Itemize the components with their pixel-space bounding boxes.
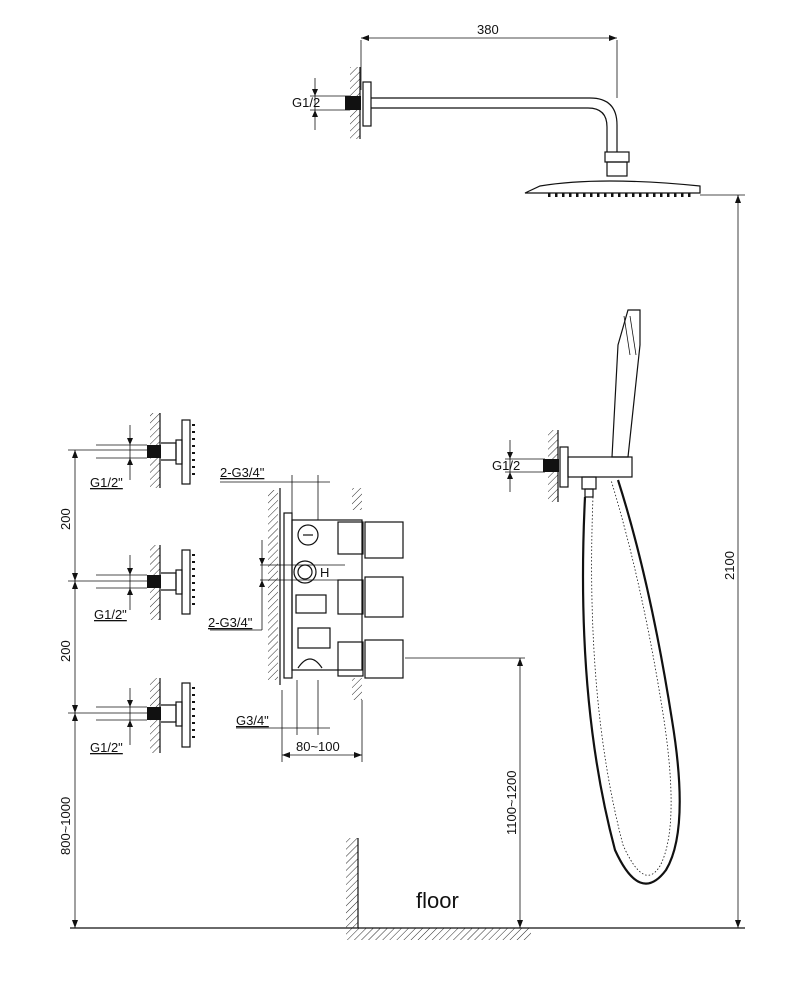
- jet-nozzle-tick: [192, 424, 195, 426]
- valve-handle-bottom: [364, 639, 404, 679]
- jet-top-nozzles: [192, 424, 195, 475]
- floor-wall-hatch: [346, 838, 358, 928]
- label-jet-bottom-inlet: G1/2": [90, 740, 123, 755]
- floor-and-total-height: 2100 floor: [70, 194, 745, 940]
- nozzle-tick: [618, 193, 621, 197]
- nozzle-tick: [632, 193, 635, 197]
- label-floor: floor: [416, 888, 459, 913]
- dim-label-arm-length: 380: [477, 22, 499, 37]
- jet-nozzle-tick: [192, 708, 195, 710]
- label-jet-mid-inlet: G1/2": [94, 607, 127, 622]
- nozzle-tick: [562, 193, 565, 197]
- label-valve-outlet-top: 2-G3/4": [220, 465, 265, 480]
- thermostatic-valve: H 2-G3/4" 2-G3/4" G3/4" 80~100 1100~1200: [208, 465, 525, 928]
- jet-nozzle-tick: [192, 466, 195, 468]
- shower-head: [524, 180, 701, 194]
- jet-mid-nozzles: [192, 554, 195, 605]
- jet-nozzle-tick: [192, 596, 195, 598]
- nozzle-tick: [576, 193, 579, 197]
- valve-hot-mark: H: [320, 565, 329, 580]
- nozzle-tick: [625, 193, 628, 197]
- valve-handle-top: [364, 521, 404, 559]
- jet-dimensions: 200 200 800~1000: [58, 449, 147, 928]
- jet-nozzle-tick: [192, 589, 195, 591]
- body-jet-middle: G1/2": [94, 545, 195, 622]
- floor-hatch: [346, 928, 531, 940]
- jet-nozzle-tick: [192, 729, 195, 731]
- jet-nozzle-tick: [192, 582, 195, 584]
- jet-nozzle-tick: [192, 687, 195, 689]
- jet-nozzle-tick: [192, 431, 195, 433]
- dim-label-jet-height: 800~1000: [58, 797, 73, 855]
- jet-bottom-nozzles: [192, 687, 195, 738]
- dim-label-jet-spacing-2: 200: [58, 640, 73, 662]
- nozzle-tick: [688, 193, 691, 197]
- dim-label-jet-spacing-1: 200: [58, 508, 73, 530]
- dim-label-valve-height: 1100~1200: [504, 771, 519, 835]
- body-jet-bottom: G1/2": [90, 678, 195, 755]
- jet-nozzle-tick: [192, 715, 195, 717]
- overhead-inlet-stub: [345, 96, 361, 110]
- nozzle-tick: [555, 193, 558, 197]
- label-handshower-inlet: G1/2: [492, 458, 520, 473]
- dim-label-valve-depth: 80~100: [296, 739, 340, 754]
- valve-handle-middle: [364, 576, 404, 618]
- handshower-holder: [567, 456, 633, 478]
- jet-nozzle-tick: [192, 722, 195, 724]
- overhead-shower: 380 G1/2: [292, 22, 701, 197]
- jet-nozzle-tick: [192, 438, 195, 440]
- nozzle-tick: [569, 193, 572, 197]
- nozzle-tick: [660, 193, 663, 197]
- jet-nozzle-tick: [192, 701, 195, 703]
- nozzle-tick: [611, 193, 614, 197]
- nozzle-tick: [646, 193, 649, 197]
- jet-nozzle-tick: [192, 445, 195, 447]
- label-overhead-inlet: G1/2: [292, 95, 320, 110]
- label-valve-outlet-mid: 2-G3/4": [208, 615, 253, 630]
- jet-nozzle-tick: [192, 736, 195, 738]
- jet-nozzle-tick: [192, 452, 195, 454]
- nozzle-tick: [548, 193, 551, 197]
- jet-nozzle-tick: [192, 568, 195, 570]
- overhead-flange: [362, 81, 372, 127]
- nozzle-tick: [590, 193, 593, 197]
- jet-nozzle-tick: [192, 603, 195, 605]
- nozzle-tick: [597, 193, 600, 197]
- label-jet-top-inlet: G1/2": [90, 475, 123, 490]
- nozzle-tick: [604, 193, 607, 197]
- handshower-handle: [611, 309, 641, 458]
- nozzle-tick: [639, 193, 642, 197]
- nozzle-tick: [583, 193, 586, 197]
- nozzle-tick: [667, 193, 670, 197]
- jet-nozzle-tick: [192, 554, 195, 556]
- nozzle-tick: [681, 193, 684, 197]
- shower-hose: [581, 479, 681, 885]
- dim-label-total-height: 2100: [722, 551, 737, 580]
- jet-nozzle-tick: [192, 694, 195, 696]
- jet-nozzle-tick: [192, 459, 195, 461]
- hand-shower: G1/2: [492, 309, 681, 885]
- valve-body: [291, 519, 363, 671]
- jet-nozzle-tick: [192, 561, 195, 563]
- shower-head-nozzles: [548, 193, 691, 197]
- shower-arm: [371, 97, 618, 152]
- body-jet-top: G1/2": [90, 413, 195, 490]
- jet-nozzle-tick: [192, 575, 195, 577]
- nozzle-tick: [653, 193, 656, 197]
- nozzle-tick: [674, 193, 677, 197]
- label-valve-inlet: G3/4": [236, 713, 269, 728]
- jet-nozzle-tick: [192, 473, 195, 475]
